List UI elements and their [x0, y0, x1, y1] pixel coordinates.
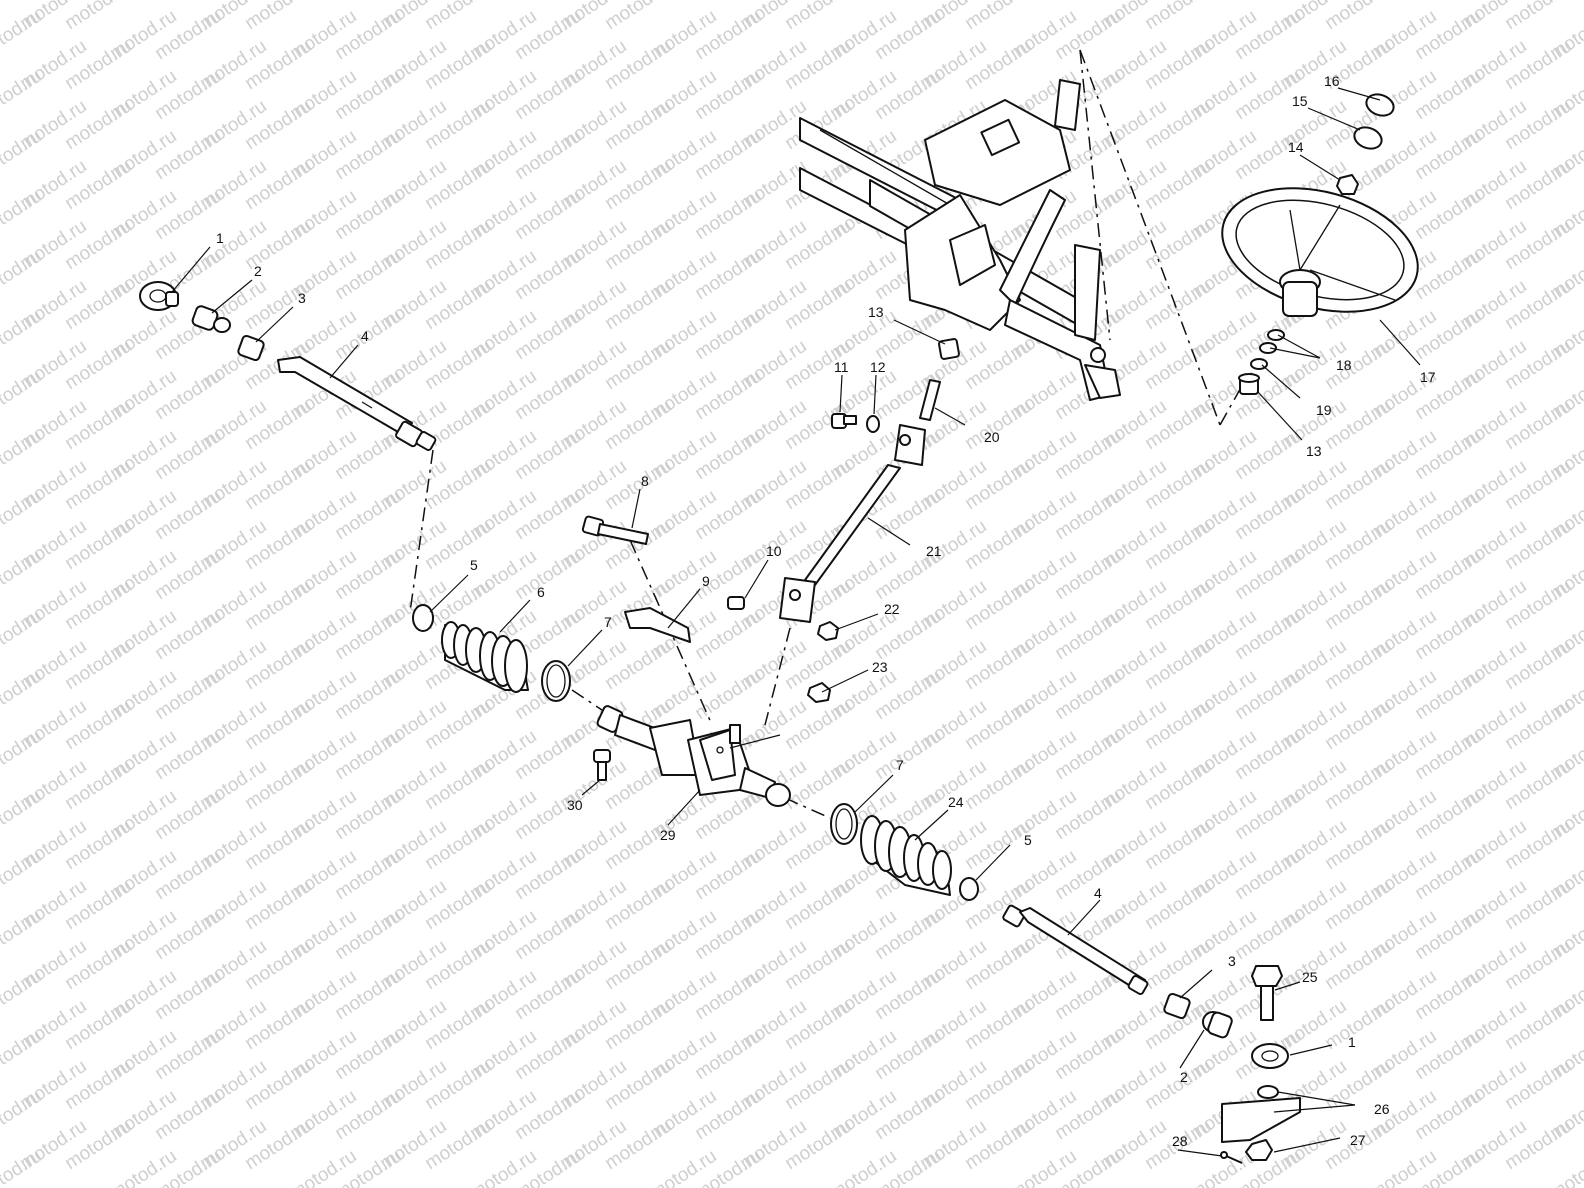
callout-1-left: 1: [216, 230, 224, 246]
steering-wheel-17: [1221, 187, 1419, 317]
frame-assembly: [799, 79, 1121, 401]
callout-28: 28: [1172, 1133, 1188, 1149]
callout-7-left: 7: [604, 614, 612, 630]
callout-17: 17: [1420, 369, 1436, 385]
callout-29: 29: [660, 827, 676, 843]
callout-7-right: 7: [896, 757, 904, 773]
bushing-13-upper: [938, 338, 960, 360]
right-band-clamp-7: [830, 803, 858, 845]
callout-13-lower: 13: [1306, 443, 1322, 459]
callout-2-left: 2: [254, 263, 262, 279]
left-boot-6: [441, 621, 529, 693]
bolt-30: [593, 749, 611, 781]
callout-1-right: 1: [1348, 1034, 1356, 1050]
cotter-pin-28: [1220, 1151, 1243, 1164]
washer-12: [866, 415, 880, 433]
left-band-clamp-7: [541, 660, 571, 702]
callout-27: 27: [1350, 1132, 1366, 1148]
assembly-lines: [409, 49, 1249, 819]
left-tie-rod-end-1: [139, 281, 179, 311]
right-ball-joint-2: [1202, 1011, 1233, 1039]
callout-10: 10: [766, 543, 782, 559]
right-boot-24: [860, 815, 952, 896]
callout-5-left: 5: [470, 557, 478, 573]
callout-9: 9: [702, 573, 710, 589]
cap-16: [1365, 93, 1395, 117]
nut-27: [1245, 1139, 1273, 1161]
callout-30: 30: [567, 797, 583, 813]
callout-3-left: 3: [298, 290, 306, 306]
bushing-13-lower: [1238, 373, 1260, 395]
lower-u-joint: [779, 577, 816, 623]
callout-5-right: 5: [1024, 832, 1032, 848]
callout-15: 15: [1292, 93, 1308, 109]
steering-shaft-21: [804, 464, 901, 586]
bolt-11: [831, 413, 857, 429]
right-clamp-5: [959, 877, 979, 901]
callout-8: 8: [641, 473, 649, 489]
callout-20: 20: [984, 429, 1000, 445]
callout-18: 18: [1336, 357, 1352, 373]
left-ball-joint-2: [191, 305, 231, 333]
steering-rack-29: [596, 705, 791, 807]
right-tie-rod-end-1: [1251, 1043, 1289, 1069]
left-jam-nut-3: [237, 334, 265, 362]
callout-11: 11: [834, 359, 849, 375]
callout-6: 6: [537, 584, 545, 600]
bolt-10: [727, 596, 745, 610]
left-tie-rod-4: [277, 356, 437, 451]
callout-4-right: 4: [1094, 885, 1102, 901]
callout-12: 12: [870, 359, 886, 375]
left-clamp-5: [412, 604, 434, 632]
callout-26: 26: [1374, 1101, 1390, 1117]
callout-24: 24: [948, 794, 964, 810]
callout-21: 21: [926, 543, 942, 559]
callout-14: 14: [1288, 139, 1304, 155]
bolt-25: [1251, 965, 1283, 1021]
callout-3-right: 3: [1228, 953, 1236, 969]
callout-16: 16: [1324, 73, 1340, 89]
bolt-8: [581, 515, 649, 545]
right-tie-rod-4: [1002, 904, 1149, 995]
right-jam-nut-3: [1163, 992, 1191, 1020]
callout-23: 23: [872, 659, 888, 675]
callout-13-upper: 13: [868, 304, 884, 320]
spindle-arm: [1221, 1097, 1301, 1143]
nut-14: [1336, 174, 1359, 195]
upper-u-joint: [894, 424, 926, 466]
callout-19: 19: [1316, 402, 1332, 418]
callout-2-right: 2: [1180, 1069, 1188, 1085]
intermediate-shaft-20: [919, 379, 941, 421]
nut-22: [817, 621, 839, 641]
callout-22: 22: [884, 601, 900, 617]
callout-4-left: 4: [361, 328, 369, 344]
callout-25: 25: [1302, 969, 1318, 985]
nut-23: [807, 682, 831, 703]
